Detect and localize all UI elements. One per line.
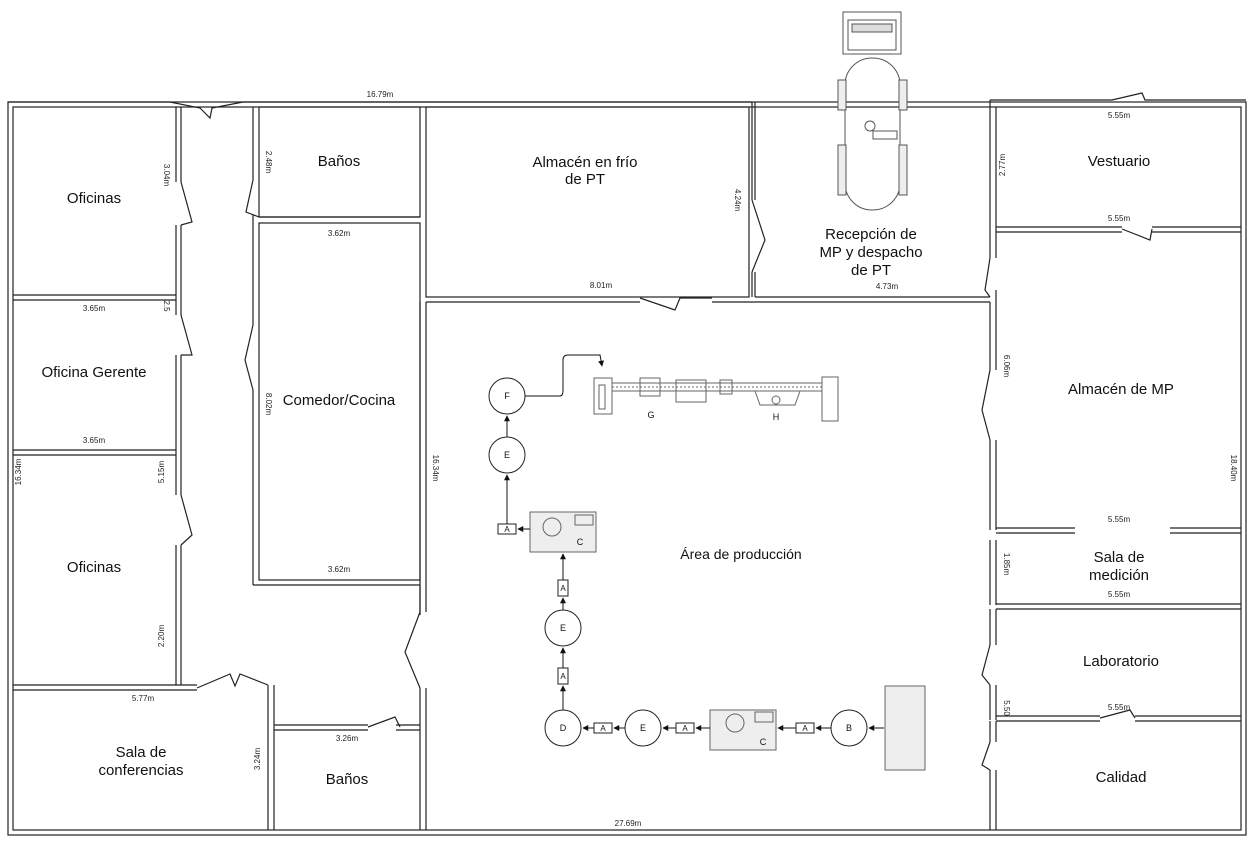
truck-icon bbox=[837, 11, 908, 211]
dim-473: 4.73m bbox=[876, 282, 899, 291]
dim-1634-mid: 16.34m bbox=[431, 455, 440, 482]
label-comedor: Comedor/Cocina bbox=[283, 392, 396, 409]
dim-304: 3.04m bbox=[162, 164, 171, 187]
label-sala-conferencias-1: Sala de bbox=[116, 744, 167, 761]
label-sala-medicion-1: Sala de bbox=[1094, 549, 1145, 566]
dim-25: 2.5 bbox=[162, 300, 171, 312]
node-label-A6: A bbox=[802, 724, 808, 733]
dim-365b: 3.65m bbox=[83, 436, 106, 445]
node-label-E3: E bbox=[640, 723, 646, 733]
node-label-D: D bbox=[560, 723, 567, 733]
dim-515: 5.15m bbox=[157, 461, 166, 484]
dim-1634-left: 16.34m bbox=[14, 458, 23, 485]
label-recepcion-2: MP y despacho bbox=[819, 244, 922, 261]
node-label-H: H bbox=[773, 412, 780, 422]
node-label-A4: A bbox=[600, 724, 606, 733]
label-banos-top: Baños bbox=[318, 153, 361, 170]
flow-nodes bbox=[488, 377, 868, 747]
dim-555b: 5.55m bbox=[1108, 214, 1131, 223]
dim-424: 4.24m bbox=[733, 189, 742, 212]
node-label-A3: A bbox=[560, 672, 566, 681]
node-label-E2: E bbox=[560, 623, 566, 633]
dim-1679: 16.79m bbox=[367, 90, 394, 99]
dim-362a: 3.62m bbox=[328, 229, 351, 238]
dim-277: 2.77m bbox=[998, 154, 1007, 177]
dim-326: 3.26m bbox=[336, 734, 359, 743]
node-label-C1: C bbox=[577, 537, 584, 547]
dim-2769: 27.69m bbox=[615, 819, 642, 828]
dimension-labels: 16.79m 3.04m 3.65m 2.5 3.65m 16.34m 5.15… bbox=[14, 90, 1238, 828]
node-label-B: B bbox=[846, 723, 852, 733]
dim-365a: 3.65m bbox=[83, 304, 106, 313]
label-laboratorio: Laboratorio bbox=[1083, 653, 1159, 670]
label-almacen-mp: Almacén de MP bbox=[1068, 381, 1174, 398]
dim-555a: 5.55m bbox=[1108, 111, 1131, 120]
walls bbox=[7, 92, 1247, 836]
node-label-F: F bbox=[504, 391, 510, 401]
label-recepcion-3: de PT bbox=[851, 262, 891, 279]
label-almacen-frio-2: de PT bbox=[565, 171, 605, 188]
dim-324: 3.24m bbox=[253, 748, 262, 771]
dim-577: 5.77m bbox=[132, 694, 155, 703]
label-banos-bottom: Baños bbox=[326, 771, 369, 788]
label-oficinas-top: Oficinas bbox=[67, 190, 121, 207]
label-calidad: Calidad bbox=[1096, 769, 1147, 786]
dim-802: 8.02m bbox=[264, 393, 273, 416]
label-oficinas-bottom: Oficinas bbox=[67, 559, 121, 576]
node-labels: F E E D E B C C G H A A A A A A bbox=[504, 391, 852, 747]
label-sala-medicion-2: medición bbox=[1089, 567, 1149, 584]
production-equipment bbox=[529, 376, 926, 771]
dim-606: 6.06m bbox=[1002, 355, 1011, 378]
dim-555d: 5.55m bbox=[1108, 590, 1131, 599]
label-area-produccion: Área de producción bbox=[680, 546, 801, 562]
dim-555e: 5.55m bbox=[1108, 703, 1131, 712]
dim-220: 2.20m bbox=[157, 625, 166, 648]
dim-801: 8.01m bbox=[590, 281, 613, 290]
node-label-A5: A bbox=[682, 724, 688, 733]
node-label-G: G bbox=[647, 410, 654, 420]
node-label-E1: E bbox=[504, 450, 510, 460]
dim-1840: 18.40m bbox=[1229, 455, 1238, 482]
node-label-A2: A bbox=[560, 584, 566, 593]
label-vestuario: Vestuario bbox=[1088, 153, 1151, 170]
dim-362b: 3.62m bbox=[328, 565, 351, 574]
label-sala-conferencias-2: conferencias bbox=[98, 762, 183, 779]
node-label-C2: C bbox=[760, 737, 767, 747]
dim-550: 5.50 bbox=[1002, 700, 1011, 716]
label-almacen-frio-1: Almacén en frío bbox=[532, 154, 637, 171]
room-labels: Oficinas Oficina Gerente Oficinas Sala d… bbox=[41, 153, 1173, 788]
flow-arrows bbox=[504, 354, 884, 731]
label-recepcion-1: Recepción de bbox=[825, 226, 917, 243]
dim-248: 2.48m bbox=[264, 151, 273, 174]
label-oficina-gerente: Oficina Gerente bbox=[41, 364, 146, 381]
dim-185: 1.85m bbox=[1002, 553, 1011, 576]
node-label-A1: A bbox=[504, 525, 510, 534]
dim-555c: 5.55m bbox=[1108, 515, 1131, 524]
